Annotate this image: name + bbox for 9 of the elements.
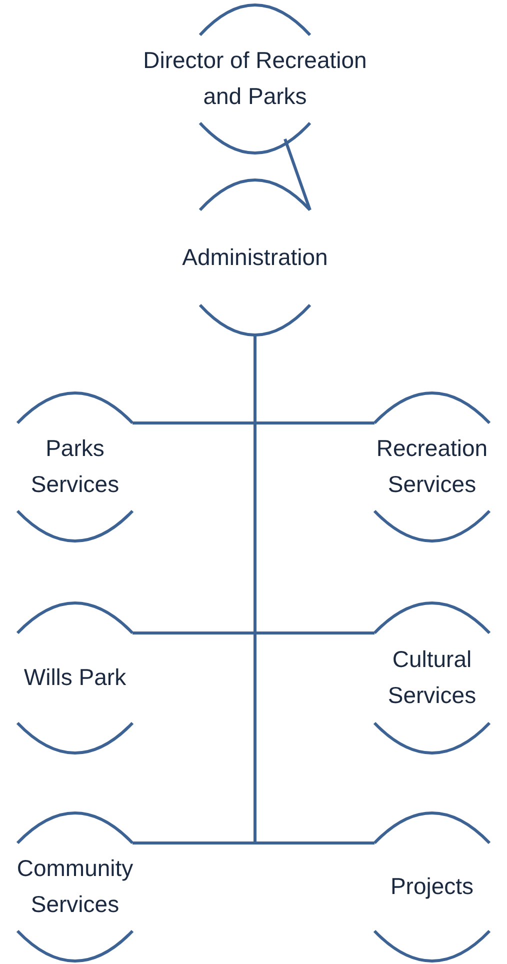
unit-label: Cultural Services (386, 645, 478, 710)
unit-label: Director of Recreation and Parks (142, 46, 368, 111)
unit-label: Recreation Services (375, 434, 489, 499)
unit-label: Parks Services (30, 434, 120, 499)
connector-line (284, 138, 312, 210)
unit-label: Projects (390, 872, 474, 902)
unit-label: Community Services (16, 854, 134, 919)
unit-label: Administration (182, 242, 328, 272)
unit-label: Wills Park (24, 663, 126, 692)
